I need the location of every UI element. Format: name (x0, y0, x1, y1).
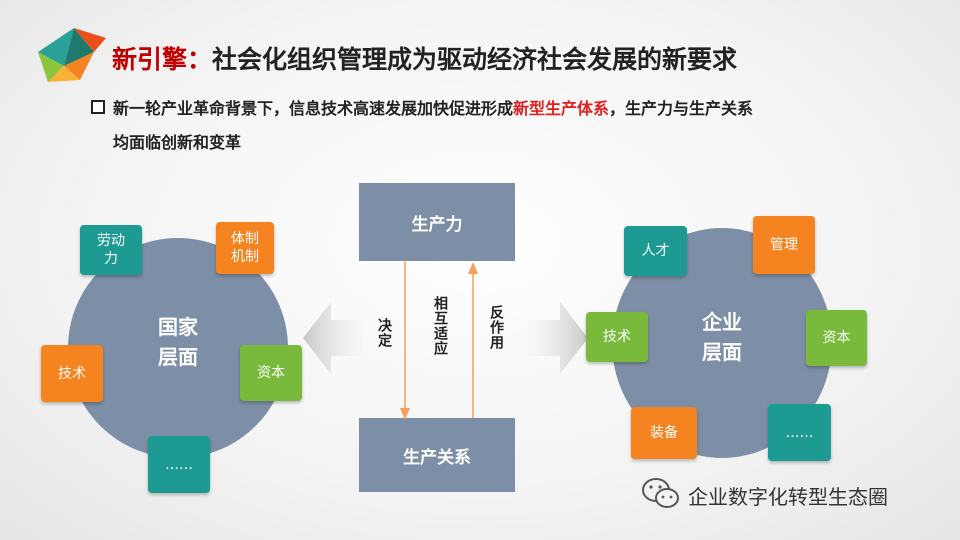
left-arrow-icon (303, 302, 363, 374)
enterprise-label-line2: 层面 (702, 340, 742, 364)
box-etc-right: …… (768, 404, 831, 461)
box-labor: 劳动力 (80, 225, 142, 275)
bullet-line-1: 新一轮产业革命背景下，信息技术高速发展加快促进形成新型生产体系，生产力与生产关系 (113, 95, 753, 119)
national-label-line1: 国家 (158, 315, 198, 339)
enterprise-label-line1: 企业 (702, 310, 742, 334)
box-equipment: 装备 (631, 407, 697, 459)
bullet-square-icon (91, 100, 105, 114)
label-decide: 决定 (376, 318, 392, 348)
bullet-text-a: 新一轮产业革命背景下，信息技术高速发展加快促进形成 (113, 99, 514, 118)
box-capital-right: 资本 (806, 310, 867, 366)
label-mutual-adaptation: 相互适应 (432, 296, 448, 356)
connector-arrows (400, 260, 478, 420)
title-prefix: 新引擎： (112, 45, 213, 74)
box-talent: 人才 (624, 226, 687, 276)
wechat-icon (642, 478, 679, 508)
enterprise-level-label: 企业 层面 (682, 307, 762, 367)
national-level-label: 国家 层面 (138, 312, 218, 372)
bullet-text-b: ，生产力与生产关系 (609, 99, 754, 118)
box-technology-right: 技术 (586, 312, 648, 362)
title-main: 社会化组织管理成为驱动经济社会发展的新要求 (212, 45, 738, 74)
relations-of-production-box: 生产关系 (359, 418, 515, 492)
right-arrow-icon (528, 302, 588, 374)
box-capital-left: 资本 (240, 345, 302, 401)
box-management: 管理 (753, 216, 815, 274)
watermark-text: 企业数字化转型生态圈 (688, 485, 888, 509)
box-etc-left: …… (148, 436, 210, 493)
bullet-highlight: 新型生产体系 (513, 99, 610, 118)
label-reaction: 反作用 (488, 305, 504, 350)
productivity-box: 生产力 (359, 183, 515, 261)
page-title: 新引擎：社会化组织管理成为驱动经济社会发展的新要求 (112, 40, 737, 76)
bullet-line-2: 均面临创新和变革 (113, 133, 242, 152)
logo-icon (38, 28, 106, 82)
national-label-line2: 层面 (158, 345, 198, 369)
box-technology-left: 技术 (41, 345, 103, 402)
box-system: 体制机制 (216, 222, 274, 274)
